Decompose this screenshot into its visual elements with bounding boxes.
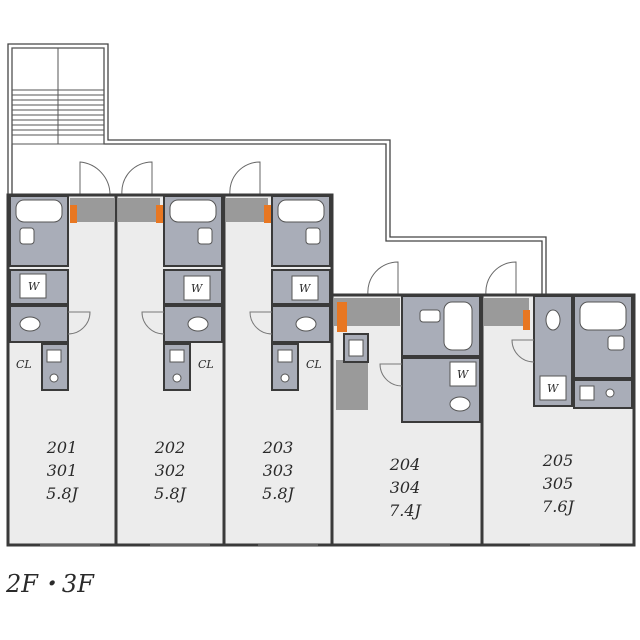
washer-label: W (299, 282, 312, 295)
unit-number-2f: 201 (46, 438, 78, 457)
unit-area: 7.6J (542, 497, 575, 516)
unit-number-3f: 302 (155, 461, 186, 480)
closet-label: CL (16, 358, 32, 371)
unit-number-2f: 203 (262, 438, 294, 457)
unit-number-3f: 303 (263, 461, 294, 480)
washer-label: W (547, 382, 560, 395)
unit-number-2f: 204 (389, 455, 421, 474)
unit-number-2f: 205 (542, 451, 574, 470)
closet-label: CL (306, 358, 322, 371)
unit-number-2f: 202 (154, 438, 186, 457)
unit-area: 5.8J (46, 484, 79, 503)
fixtures (15, 199, 627, 412)
door-accents (70, 205, 530, 332)
unit-number-3f: 301 (47, 461, 78, 480)
unit-area: 5.8J (154, 484, 187, 503)
unit-area: 5.8J (262, 484, 295, 503)
closet-labels: CL CL CL (16, 358, 322, 371)
interior-doors (67, 311, 535, 387)
unit-number-3f: 305 (543, 474, 574, 493)
washer-label: W (191, 282, 204, 295)
staircase (11, 47, 105, 145)
closet-label: CL (198, 358, 214, 371)
unit-number-3f: 304 (390, 478, 421, 497)
floor-label: 2F・3F (5, 570, 95, 598)
washer-labels: W W W W W (28, 280, 560, 395)
washer-label: W (28, 280, 41, 293)
unit-area: 7.4J (389, 501, 422, 520)
entry-doors (79, 161, 517, 296)
washer-label: W (457, 368, 470, 381)
unit-labels: 201 301 5.8J 202 302 5.8J 203 303 5.8J 2… (46, 438, 576, 520)
